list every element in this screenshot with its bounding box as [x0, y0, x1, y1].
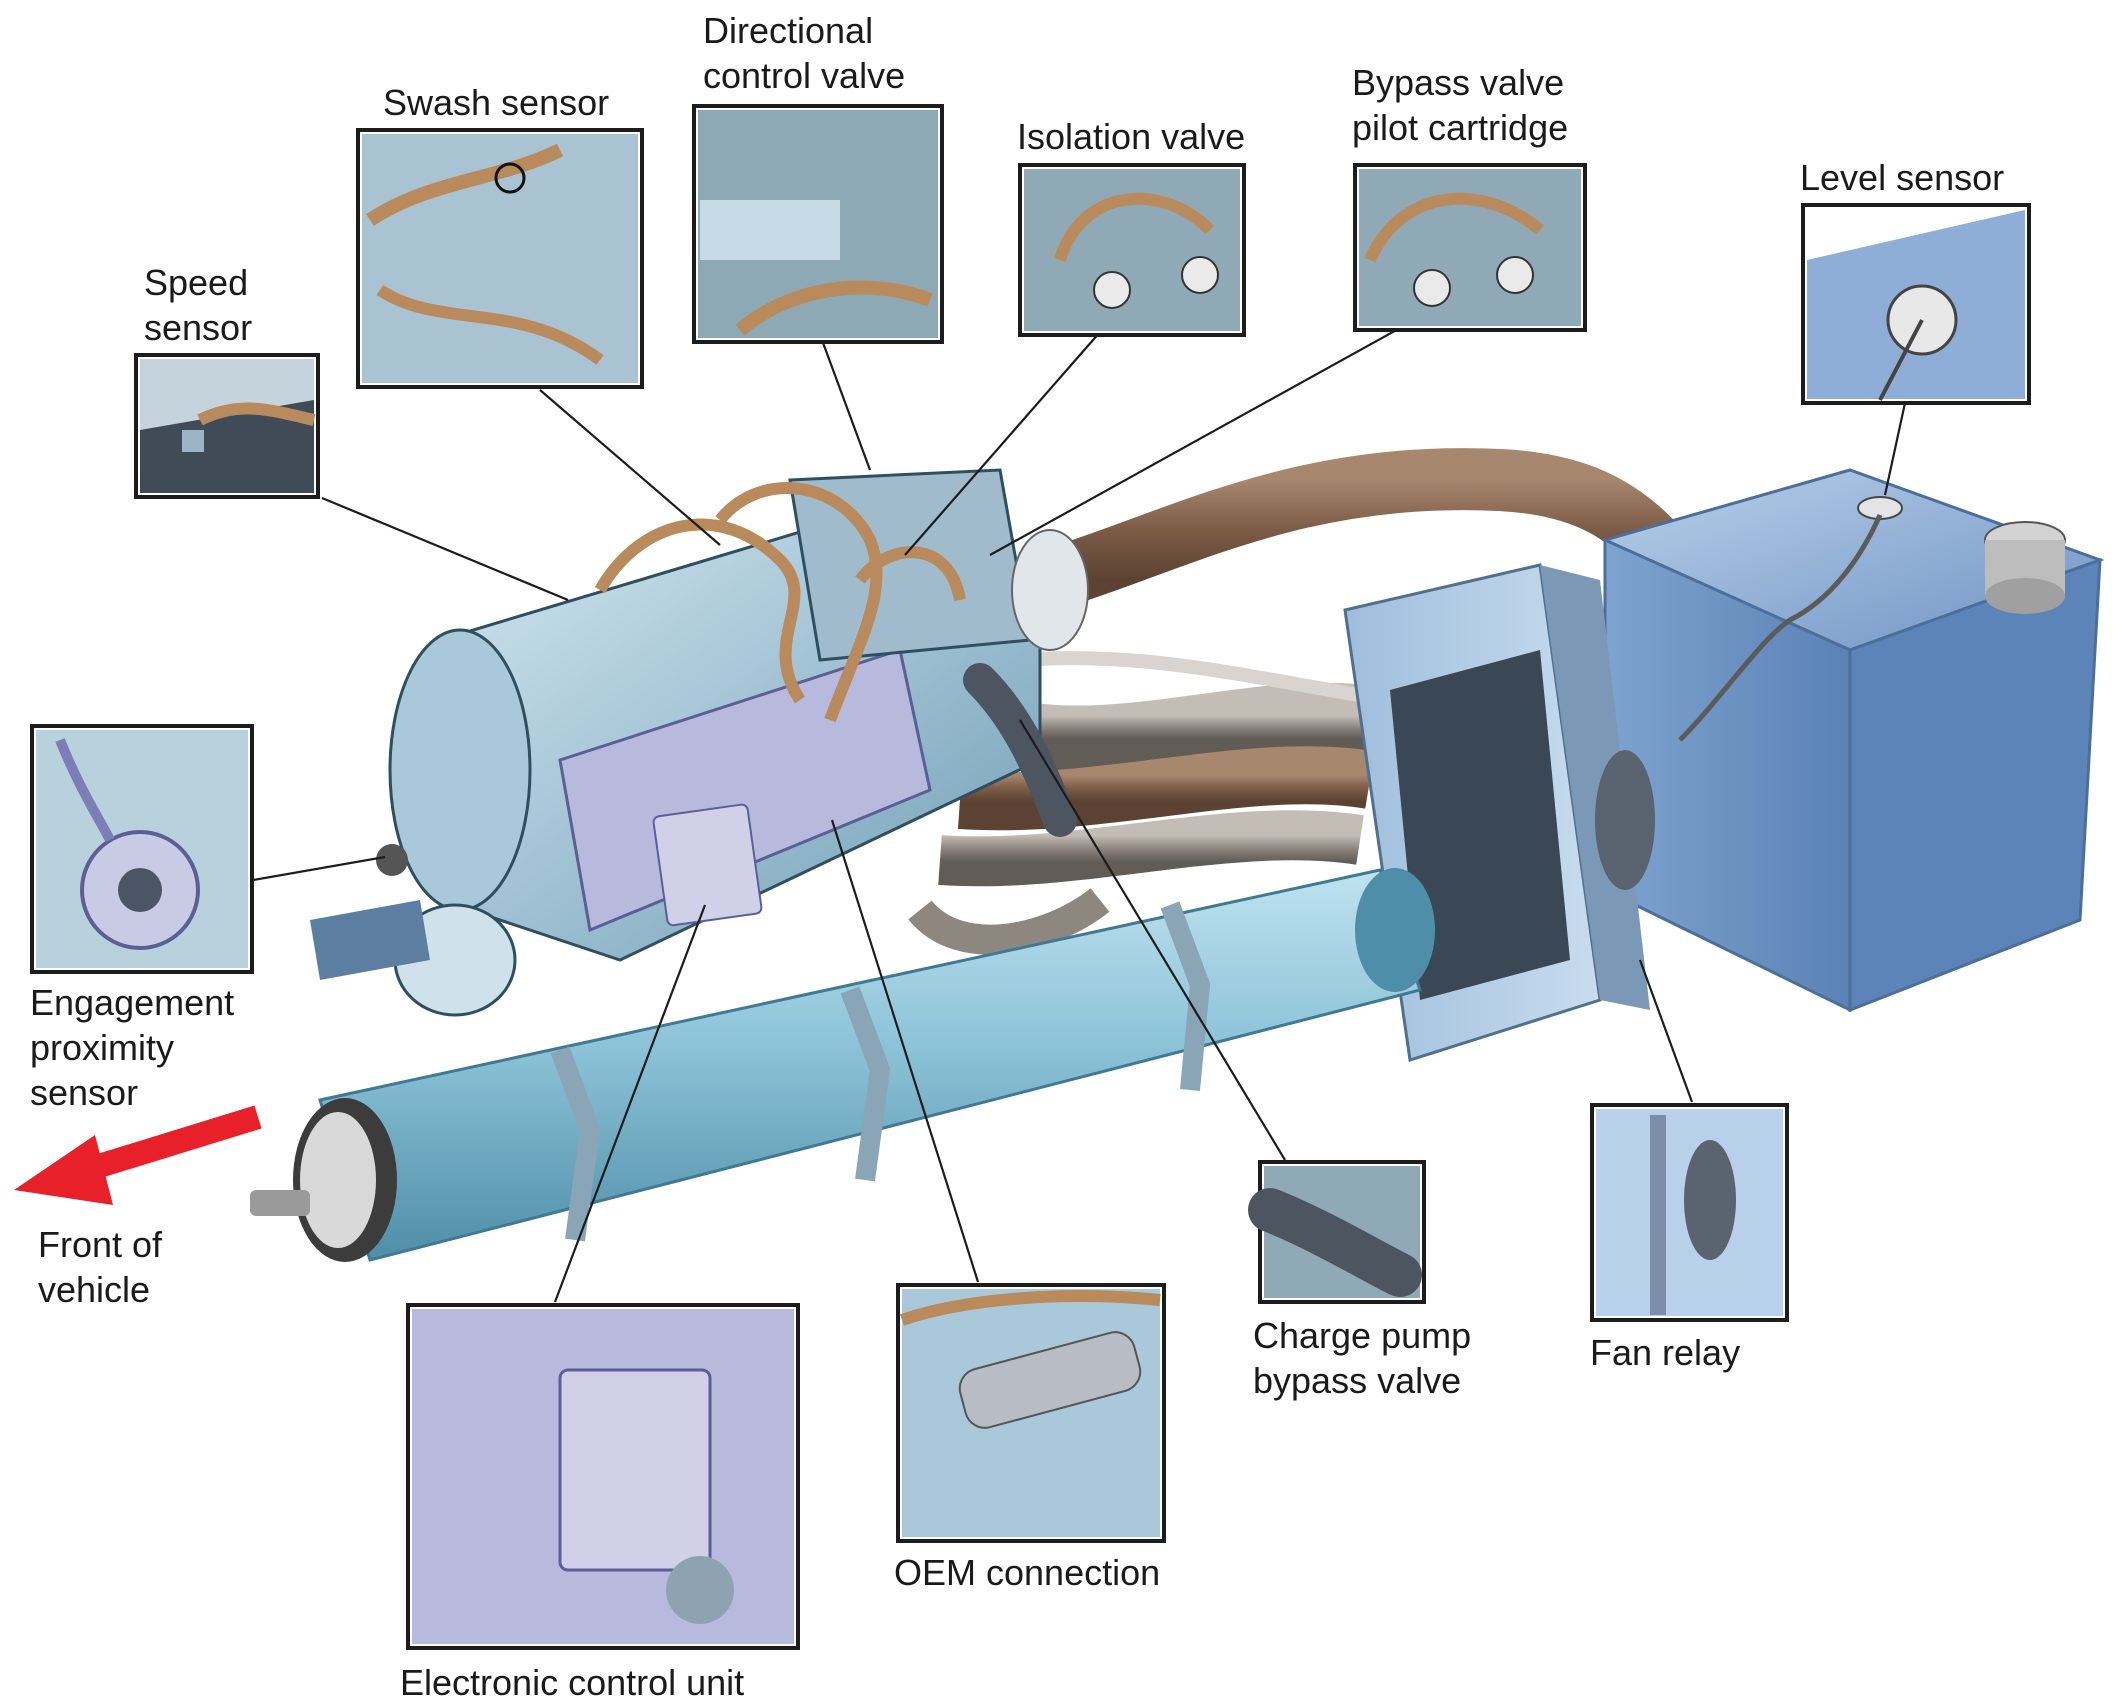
- inset-directional-control-valve: [692, 104, 944, 344]
- label-electronic-control-unit: Electronic control unit: [400, 1662, 745, 1703]
- hydraulic-hoses: [908, 448, 1681, 955]
- label-fan-relay: Fan relay: [1590, 1332, 1741, 1373]
- inset-swash-sensor: [356, 128, 644, 389]
- label-engagement-proximity-sensor: Engagement proximity sensor: [30, 982, 235, 1113]
- inset-fan-relay: [1590, 1103, 1789, 1322]
- label-isolation-valve: Isolation valve: [1017, 116, 1246, 157]
- label-swash-sensor: Swash sensor: [383, 82, 610, 123]
- reservoir-tank: [1600, 468, 2105, 1013]
- inset-level-sensor: [1801, 203, 2031, 405]
- label-speed-sensor: Speed sensor: [144, 262, 253, 348]
- label-bypass-valve-pilot-cartridge: Bypass valve pilot cartridge: [1352, 62, 1569, 148]
- leader-lines: [252, 327, 1907, 1303]
- front-arrow: [14, 1105, 262, 1205]
- label-front-of-vehicle: Front of vehicle: [38, 1224, 163, 1310]
- label-oem-connection: OEM connection: [894, 1552, 1161, 1593]
- label-charge-pump-bypass-valve: Charge pump bypass valve: [1253, 1315, 1472, 1401]
- inset-oem-connection: [896, 1283, 1166, 1543]
- inset-electronic-control-unit: [406, 1303, 800, 1650]
- label-level-sensor: Level sensor: [1800, 157, 2005, 198]
- hydraulic-cylinder: [250, 868, 1435, 1262]
- inset-bypass-valve-pilot-cartridge: [1353, 163, 1587, 332]
- inset-engagement-proximity-sensor: [30, 724, 254, 974]
- inset-speed-sensor: [134, 353, 320, 499]
- inset-charge-pump-bypass-valve: [1248, 1160, 1426, 1304]
- label-directional-control-valve: Directional control valve: [703, 10, 906, 96]
- pump-assembly: [310, 468, 1089, 1017]
- inset-isolation-valve: [1018, 163, 1246, 337]
